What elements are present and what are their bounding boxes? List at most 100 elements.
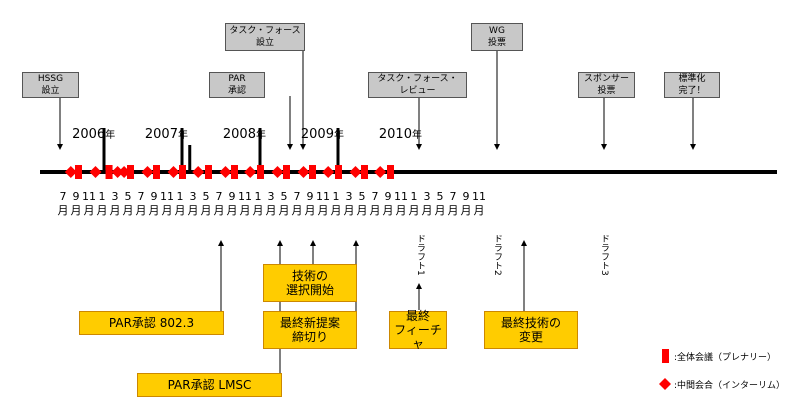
milestone-box-below: 最終技術の 変更 <box>484 311 578 349</box>
plenary-meeting-marker <box>335 165 342 179</box>
milestone-box-above: HSSG 設立 <box>22 72 79 98</box>
plenary-meeting-marker <box>309 165 316 179</box>
month-tick-label: 5 月 <box>434 190 446 217</box>
draft-label: ドラフト1 <box>415 234 425 276</box>
plenary-meeting-marker <box>283 165 290 179</box>
interim-meeting-marker <box>349 166 362 178</box>
month-tick-label: 9 月 <box>148 190 160 217</box>
legend-label: :中間会合（インターリム） <box>674 381 786 391</box>
interim-meeting-marker <box>374 166 387 178</box>
par-8023-arrow-head <box>218 240 224 246</box>
month-tick-label: 1 月 <box>252 190 264 217</box>
month-tick-label: 1 月 <box>330 190 342 217</box>
milestone-arrow-head <box>287 144 293 150</box>
plenary-meeting-marker <box>105 165 113 179</box>
year-suffix: 年 <box>255 130 266 141</box>
month-tick-label: 9 月 <box>70 190 82 217</box>
milestone-box-below: 技術の 選択開始 <box>263 264 357 302</box>
month-tick-label: 3 月 <box>421 190 433 217</box>
month-tick-label: 1 月 <box>96 190 108 217</box>
interim-meeting-marker <box>64 166 77 178</box>
plenary-meeting-marker <box>75 165 82 179</box>
year-suffix: 年 <box>411 130 422 141</box>
month-tick-label: 7 月 <box>213 190 225 217</box>
interim-meeting-marker <box>89 166 102 178</box>
interim-meeting-marker <box>297 166 310 178</box>
year-number: 2008 <box>222 127 256 142</box>
plenary-meeting-marker <box>361 165 368 179</box>
milestone-box-above: タスク・フォース・ レビュー <box>368 72 467 98</box>
month-tick-label: 3 月 <box>187 190 199 217</box>
year-number: 2009 <box>300 127 334 142</box>
month-tick-label: 3 月 <box>343 190 355 217</box>
month-tick-label: 3 月 <box>109 190 121 217</box>
month-tick-label: 3 月 <box>265 190 277 217</box>
milestone-box-above: PAR 承認 <box>209 72 265 98</box>
year-label: 2009年 <box>301 126 344 142</box>
year-label: 2006年 <box>72 126 115 142</box>
final-proposal-arrow-head <box>353 240 359 246</box>
legend-label: :全体会議（プレナリー） <box>674 353 777 363</box>
interim-meeting-marker <box>192 166 205 178</box>
month-tick-label: 5 月 <box>278 190 290 217</box>
interim-meeting-marker <box>219 166 232 178</box>
interim-meeting-marker <box>244 166 257 178</box>
plenary-meeting-marker <box>387 165 394 179</box>
year-label: 2010年 <box>379 126 422 142</box>
plenary-meeting-marker <box>205 165 212 179</box>
milestone-box-below: PAR承認 LMSC <box>137 373 282 397</box>
plenary-meeting-marker <box>127 165 134 179</box>
milestone-arrow-head <box>416 144 422 150</box>
month-tick-label: 7 月 <box>291 190 303 217</box>
year-number: 2007 <box>144 127 178 142</box>
month-tick-label: 11 月 <box>238 190 252 217</box>
month-tick-label: 9 月 <box>226 190 238 217</box>
milestone-arrow-head <box>300 144 306 150</box>
month-tick-label: 1 月 <box>174 190 186 217</box>
interim-meeting-marker <box>141 166 154 178</box>
year-suffix: 年 <box>177 130 188 141</box>
interim-meeting-marker <box>271 166 284 178</box>
interim-meeting-marker <box>167 166 180 178</box>
month-tick-label: 7 月 <box>57 190 69 217</box>
milestone-arrow-head <box>494 144 500 150</box>
year-label: 2007年 <box>145 126 188 142</box>
legend-plenary-symbol <box>662 349 669 363</box>
month-tick-label: 9 月 <box>382 190 394 217</box>
milestone-arrow-head <box>690 144 696 150</box>
month-tick-label: 9 月 <box>460 190 472 217</box>
month-tick-label: 9 月 <box>304 190 316 217</box>
month-tick-label: 7 月 <box>135 190 147 217</box>
interim-meeting-marker <box>118 166 131 178</box>
milestone-box-below: 最終 フィーチャ <box>389 309 447 351</box>
tech-selection-arrow-head <box>310 240 316 246</box>
plenary-meeting-marker <box>231 165 238 179</box>
milestone-box-above: タスク・フォース 設立 <box>225 23 305 51</box>
plenary-meeting-marker <box>257 165 264 179</box>
milestone-arrow-head <box>57 144 63 150</box>
interim-meeting-marker <box>322 166 335 178</box>
month-tick-label: 11 月 <box>160 190 174 217</box>
draft-label: ドラフト3 <box>599 234 609 276</box>
year-number: 2006 <box>72 127 106 142</box>
month-tick-label: 1 月 <box>408 190 420 217</box>
milestone-box-above: 標準化 完了！ <box>664 72 720 98</box>
interim-meeting-marker <box>111 166 124 178</box>
month-tick-label: 5 月 <box>122 190 134 217</box>
par-lmsc-arrow-head <box>277 240 283 246</box>
milestone-box-below: PAR承認 802.3 <box>79 311 224 335</box>
year-suffix: 年 <box>105 130 116 141</box>
final-tech-arrow-head <box>521 240 527 246</box>
month-tick-label: 11 月 <box>82 190 96 217</box>
milestone-box-below: 最終新提案 締切り <box>263 311 357 349</box>
milestone-arrow-head <box>601 144 607 150</box>
month-tick-label: 11 月 <box>394 190 408 217</box>
year-number: 2010 <box>378 127 412 142</box>
year-suffix: 年 <box>333 130 344 141</box>
plenary-meeting-marker <box>179 165 186 179</box>
plenary-meeting-marker <box>153 165 160 179</box>
legend-interim-symbol <box>659 378 671 390</box>
milestone-box-above: WG 投票 <box>471 23 523 51</box>
month-tick-label: 11 月 <box>472 190 486 217</box>
